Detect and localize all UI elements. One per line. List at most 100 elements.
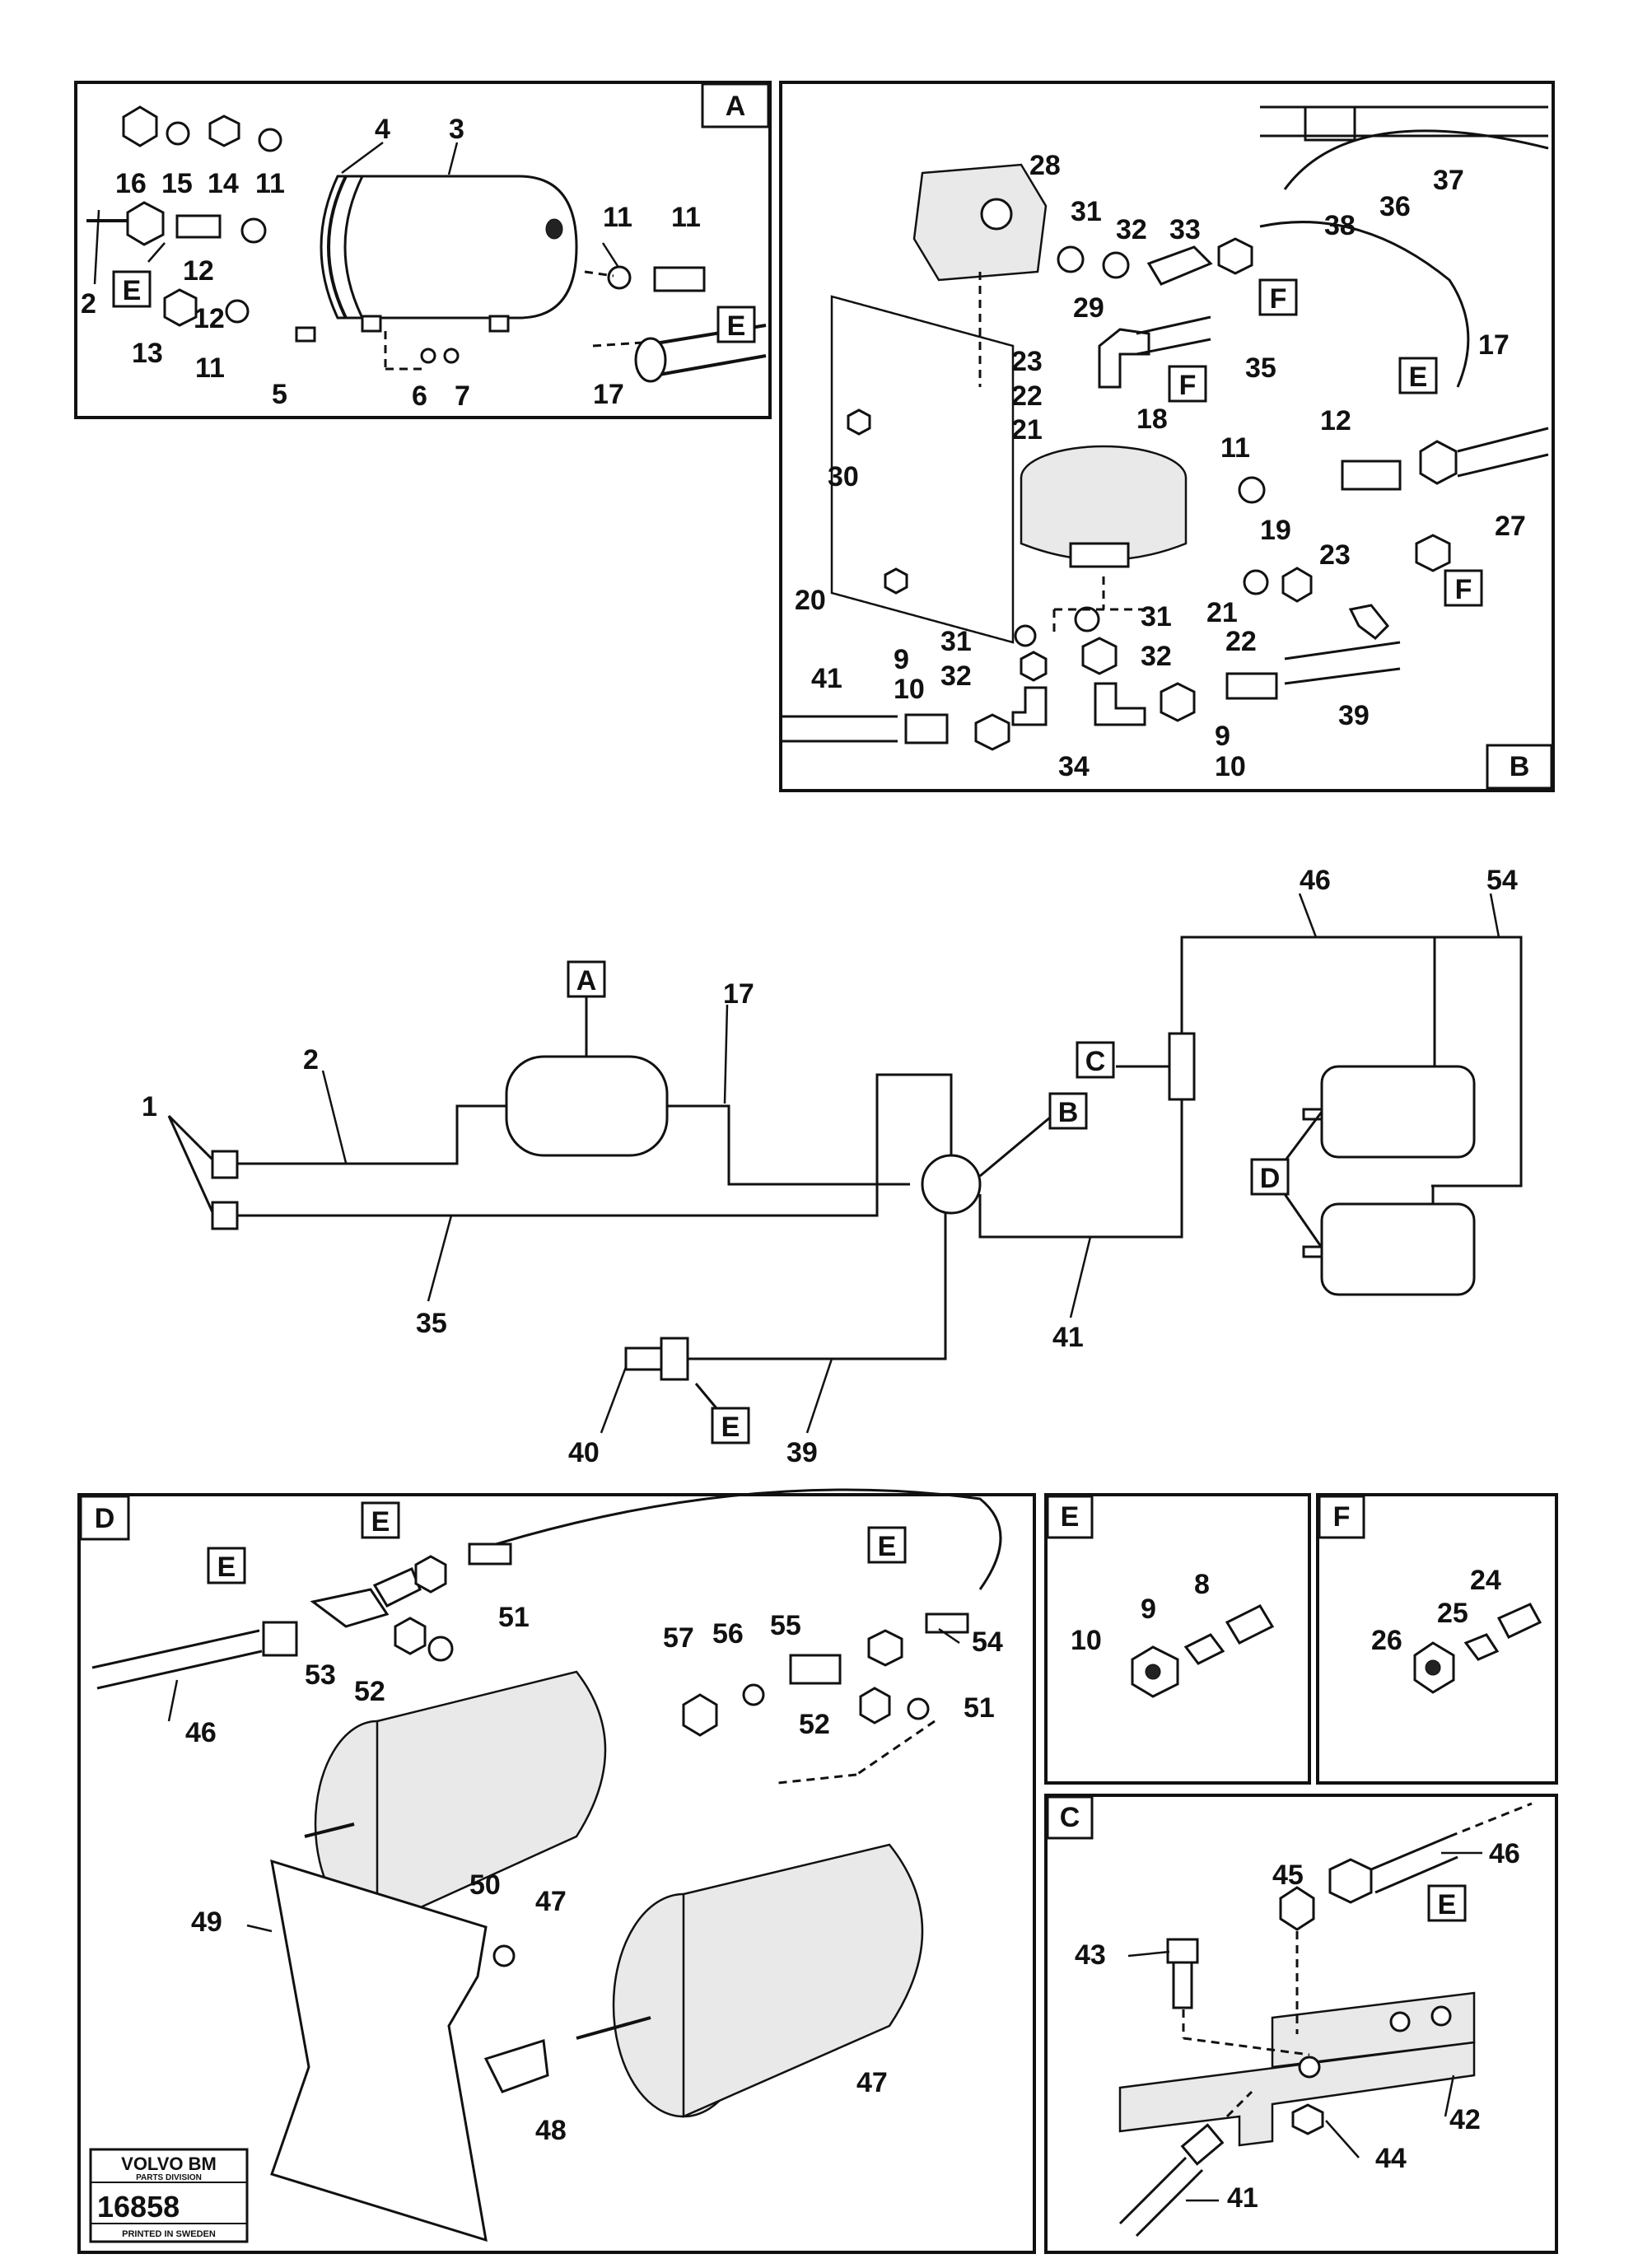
callout: 8 (1194, 1569, 1210, 1600)
ref-tag: E (217, 1552, 236, 1583)
callout: 54 (972, 1626, 1003, 1658)
callout: 29 (1073, 292, 1104, 324)
callout: 47 (535, 1886, 567, 1917)
callout: 51 (498, 1602, 530, 1633)
fittings-mid (86, 201, 267, 246)
logo-brand: VOLVO BM (121, 2154, 217, 2174)
panel-b: B (779, 81, 1555, 792)
callout: 11 (195, 352, 225, 384)
ref-tag: E (727, 310, 746, 342)
logo-number: 16858 (97, 2190, 180, 2224)
callout: 2 (303, 1044, 319, 1076)
schematic: 1 2 17 46 54 41 35 40 39 A B C D E (142, 865, 1523, 1468)
callout: 20 (795, 585, 826, 616)
callout: 30 (828, 461, 859, 492)
callout: 24 (1470, 1565, 1501, 1596)
panel-c: C 43 45 46 42 44 41 (1044, 1794, 1558, 2254)
panel-c-tag: C (1060, 1802, 1080, 1833)
ref-tag: F (1455, 574, 1472, 605)
fittings-top (122, 105, 282, 152)
callout: 21 (1206, 597, 1238, 628)
callout: 17 (1478, 329, 1510, 361)
ref-tag: F (1270, 283, 1287, 315)
callout: 27 (1495, 511, 1526, 542)
brake-chamber-upper (304, 1670, 607, 1929)
callout: 9 (1141, 1594, 1156, 1625)
panel-e-tag: E (1061, 1501, 1080, 1533)
callout: 6 (412, 380, 427, 412)
callout: 32 (940, 660, 972, 692)
callout: 9 (1215, 721, 1230, 752)
ref-tag: E (123, 275, 142, 306)
ref-tag: E (878, 1531, 897, 1562)
ref-tag: E (1409, 362, 1428, 393)
callout: 4 (375, 114, 390, 145)
callout: 17 (723, 978, 754, 1010)
callout: 37 (1433, 165, 1464, 196)
panel-e: E 8 9 10 (1044, 1493, 1311, 1785)
callout: 11 (1220, 432, 1250, 464)
callout: 16 (115, 168, 147, 199)
callout: 33 (1169, 214, 1201, 245)
callout: 17 (593, 379, 624, 410)
callout: 22 (1225, 626, 1257, 657)
callout: 57 (663, 1622, 694, 1654)
callout: 21 (1011, 414, 1043, 446)
callout: 11 (671, 202, 701, 233)
callout: 25 (1437, 1598, 1468, 1629)
callout: 7 (455, 380, 470, 412)
callout: 41 (1227, 2182, 1258, 2214)
callout: 31 (940, 626, 972, 657)
callout: 11 (255, 168, 285, 199)
callout: 53 (305, 1659, 336, 1691)
callout: 40 (568, 1437, 600, 1468)
callout: 39 (1338, 700, 1370, 731)
callout: 45 (1272, 1860, 1304, 1891)
panel-a-leaders (93, 141, 619, 285)
panel-d: D (77, 1488, 1036, 2254)
callout: 34 (1058, 751, 1090, 782)
panel-f-tag: F (1333, 1501, 1351, 1533)
callout: 19 (1260, 515, 1291, 546)
callout: 2 (81, 288, 96, 320)
callout: 41 (1052, 1322, 1084, 1353)
callout: 52 (799, 1709, 830, 1740)
ref-tag: C (1085, 1046, 1106, 1077)
callout: 36 (1379, 191, 1411, 222)
callout: 55 (770, 1610, 801, 1641)
callout: 9 (894, 644, 909, 675)
callout: 28 (1029, 150, 1061, 181)
relay-valve-18 (1020, 445, 1188, 568)
callout: 44 (1375, 2143, 1407, 2174)
ref-tag: D (1260, 1163, 1281, 1194)
volvo-bm-logo: VOLVO BM PARTS DIVISION 16858 PRINTED IN… (89, 2148, 249, 2243)
panel-a: A (74, 81, 772, 419)
callout: 32 (1116, 214, 1147, 245)
ref-tag: E (721, 1412, 740, 1443)
callout: 31 (1071, 196, 1102, 227)
callout: 49 (191, 1906, 222, 1938)
callout: 23 (1011, 346, 1043, 377)
callout: 35 (416, 1308, 447, 1339)
valve-28 (912, 163, 1048, 282)
callout: 54 (1486, 865, 1518, 896)
callout: 12 (183, 255, 214, 287)
callout: 31 (1141, 601, 1172, 632)
callout: 38 (1324, 210, 1356, 241)
callout: 26 (1371, 1625, 1402, 1656)
callout: 18 (1136, 404, 1168, 435)
callout: 48 (535, 2115, 567, 2146)
callout: 41 (811, 663, 842, 694)
callout: 35 (1245, 352, 1276, 384)
air-tank (320, 175, 578, 333)
callout: 15 (161, 168, 193, 199)
callout: 46 (1489, 1838, 1520, 1869)
ref-tag: A (576, 965, 597, 996)
callout: 56 (712, 1618, 744, 1650)
callout: 43 (1075, 1939, 1106, 1971)
callout: 14 (208, 168, 239, 199)
callout: 10 (1071, 1625, 1102, 1656)
callout: 50 (469, 1869, 501, 1901)
callout: 1 (142, 1091, 157, 1122)
